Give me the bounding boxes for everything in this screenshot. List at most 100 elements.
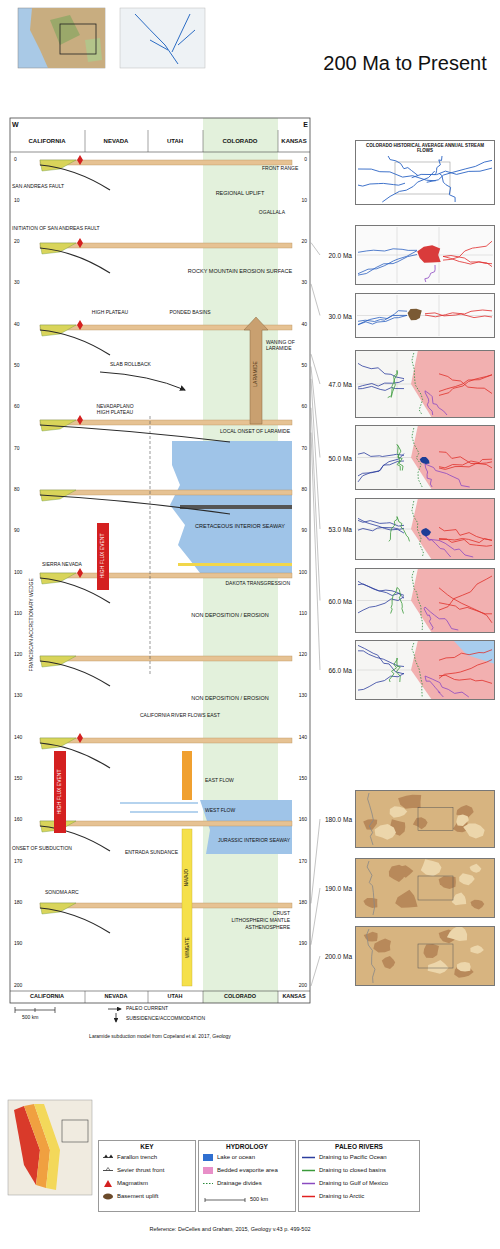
label-text: ONSET OF SUBDUCTION [12,846,72,852]
axis-tick-label: 170 [14,859,22,865]
vegetation-patch [85,38,102,62]
terrain-patch [398,795,421,809]
axis-tick-label: 120 [299,652,307,658]
coastline [368,793,374,845]
label-text: ROCKY MOUNTAIN EROSION SURFACE [188,268,292,274]
label-text: HIGH PLATEAU [92,310,128,316]
legend-box: PALEO RIVERS [298,1140,420,1212]
map-panel [355,225,495,285]
label-text: NON DEPOSITION / EROSION [191,695,269,701]
leader-line [311,819,320,903]
axis-tick-label: 190 [299,941,307,947]
axis-tick-label: 90 [14,528,20,534]
map-panel [355,498,495,560]
map-panel-frame: 47.0 Ma [355,350,495,418]
column-header: UTAH [167,138,183,145]
map-panel [355,293,495,338]
label-text: FRONT RANGE [262,166,298,172]
region-outline [418,807,453,830]
river-line [443,241,492,260]
map-background [355,790,495,848]
label-text: NAVAJO [184,869,189,886]
axis-tick-label: 40 [14,322,20,328]
legend-label: Lake or ocean [217,1154,255,1161]
terrain-patch [373,939,391,953]
column-header: COLORADO [224,993,256,999]
river-line [425,464,470,487]
thrust-symbol [106,1168,110,1171]
map-background [355,640,495,700]
river-line [435,156,443,175]
river-line [389,517,397,542]
river-line [425,676,469,697]
river-line [425,310,492,317]
axis-tick-label: 10 [14,198,20,204]
magmatism-symbols [77,155,83,743]
leader-line [311,956,320,986]
high-flux-bar [97,523,109,590]
axis-tick-label: 60 [301,404,307,410]
map-background [355,225,495,285]
label-text: LITHOSPHERIC MANTLE [231,918,290,924]
map-panel-frame: 66.0 Ma [355,640,495,700]
state-boundary [357,295,493,336]
river-line [358,673,404,690]
coastline [367,929,375,983]
river-line [397,445,400,471]
panel-label: 20.0 Ma [329,252,353,259]
drainage-divide [412,643,422,697]
leader-line [311,408,320,601]
axis-tick-label: 140 [14,735,22,741]
river-line [358,311,407,325]
legend-label: Draining to Gulf of Mexico [319,1180,388,1187]
map-background [355,568,495,633]
axis-tick-label: 120 [14,652,22,658]
map-panel-frame: 50.0 Ma [355,425,495,490]
river-line [396,658,400,682]
axis-tick-label: 0 [14,157,17,163]
river-line [439,462,492,470]
label-text: ENTRADA SUNDANCE [125,850,178,856]
legend-label: Sevier thrust front [117,1167,164,1174]
river-line [425,391,433,415]
crust-band [40,656,292,661]
axis-tick-label: 170 [299,859,307,865]
magmatism [77,320,83,330]
map-panel-frame: 60.0 Ma [355,568,495,633]
map-background [355,140,495,205]
drainage-divide [412,571,423,630]
paleo-current-symbol [108,1009,121,1010]
river-symbol [302,1170,315,1172]
label-text: WINGATE [184,938,189,959]
region-outline [418,876,453,900]
terrane-map [8,1100,92,1195]
label-text: 500 km [22,1015,38,1021]
seaway-streaks [120,803,198,812]
river-line [388,156,418,175]
legend-label: Bedded evaporite area [217,1167,278,1174]
column-header: KANSAS [282,993,305,999]
river-line [439,588,492,623]
axis-tick-label: 180 [14,900,22,906]
coastline [367,861,374,915]
rollback-arrow [100,372,185,390]
legend-heading: PALEO RIVERS [299,1143,419,1150]
terrain-patch [390,806,408,818]
trench-symbol [109,1155,113,1158]
land-area [30,8,105,68]
map-panel [355,350,495,418]
terrain-patch [382,956,395,969]
label-text: SLAB ROLLBACK [110,362,151,368]
river-line [382,171,434,202]
footer-line [10,991,310,992]
map-panel-frame: 30.0 Ma [355,293,495,338]
axis-tick-label: 80 [301,487,307,493]
label-text: INITIATION OF SAN ANDREAS FAULT [12,226,100,232]
river-line [439,375,492,396]
drainage-region [411,498,495,560]
axis-tick-label: 160 [14,817,22,823]
slab [40,661,110,686]
dakota-sand [178,563,292,566]
uplift-area [417,245,441,262]
river-line [358,255,417,276]
